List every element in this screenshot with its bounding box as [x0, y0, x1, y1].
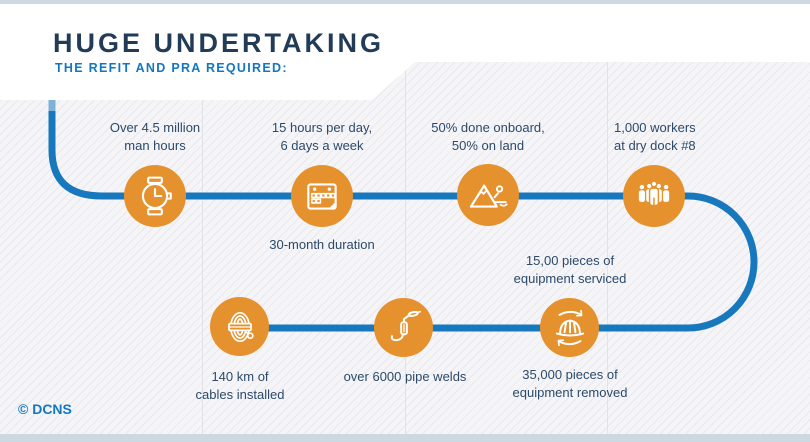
rope-coil-icon	[227, 311, 254, 342]
milestone-label-equipment-removed: 35,000 pieces of equipment removed	[512, 367, 628, 400]
column-divider	[405, 4, 406, 434]
milestone-node-onboard-split	[457, 164, 519, 226]
milestone-label-cables: 140 km of cables installed	[195, 369, 285, 402]
top-accent-bar	[0, 0, 810, 4]
milestone-node-man-hours	[124, 165, 186, 227]
milestone-node-pipe-welds	[374, 298, 433, 357]
milestone-label-schedule: 15 hours per day, 6 days a week	[271, 120, 373, 153]
welding-torch-icon	[390, 310, 421, 341]
milestone-label-workers: 1,000 workers at dry dock #8	[614, 120, 696, 153]
watch-icon	[141, 176, 172, 216]
column-divider	[202, 4, 203, 434]
milestone-label-pipe-welds: over 6000 pipe welds	[343, 369, 467, 384]
column-divider	[607, 4, 608, 434]
milestone-node-schedule	[291, 165, 353, 227]
milestone-label-man-hours: Over 4.5 million man hours	[109, 120, 201, 153]
mountain-icon	[469, 184, 508, 208]
milestone-node-cables	[210, 297, 269, 356]
hard-hat-recycle-icon	[555, 309, 584, 346]
milestone-node-workers	[623, 165, 685, 227]
milestone-label-duration: 30-month duration	[269, 237, 375, 252]
milestone-label-onboard-split: 50% done onboard, 50% on land	[431, 120, 545, 153]
page-title: HUGE UNDERTAKING	[53, 28, 384, 58]
page-subtitle: THE REFIT AND PRA REQUIRED:	[55, 61, 288, 75]
workers-icon	[638, 180, 670, 207]
milestone-node-equipment-serviced	[540, 298, 599, 357]
calendar-icon	[307, 183, 337, 210]
copyright-notice: © DCNS	[18, 401, 72, 417]
bottom-accent-bar	[0, 434, 810, 442]
milestone-label-equipment-serviced: 15,00 pieces of equipment serviced	[513, 253, 627, 286]
